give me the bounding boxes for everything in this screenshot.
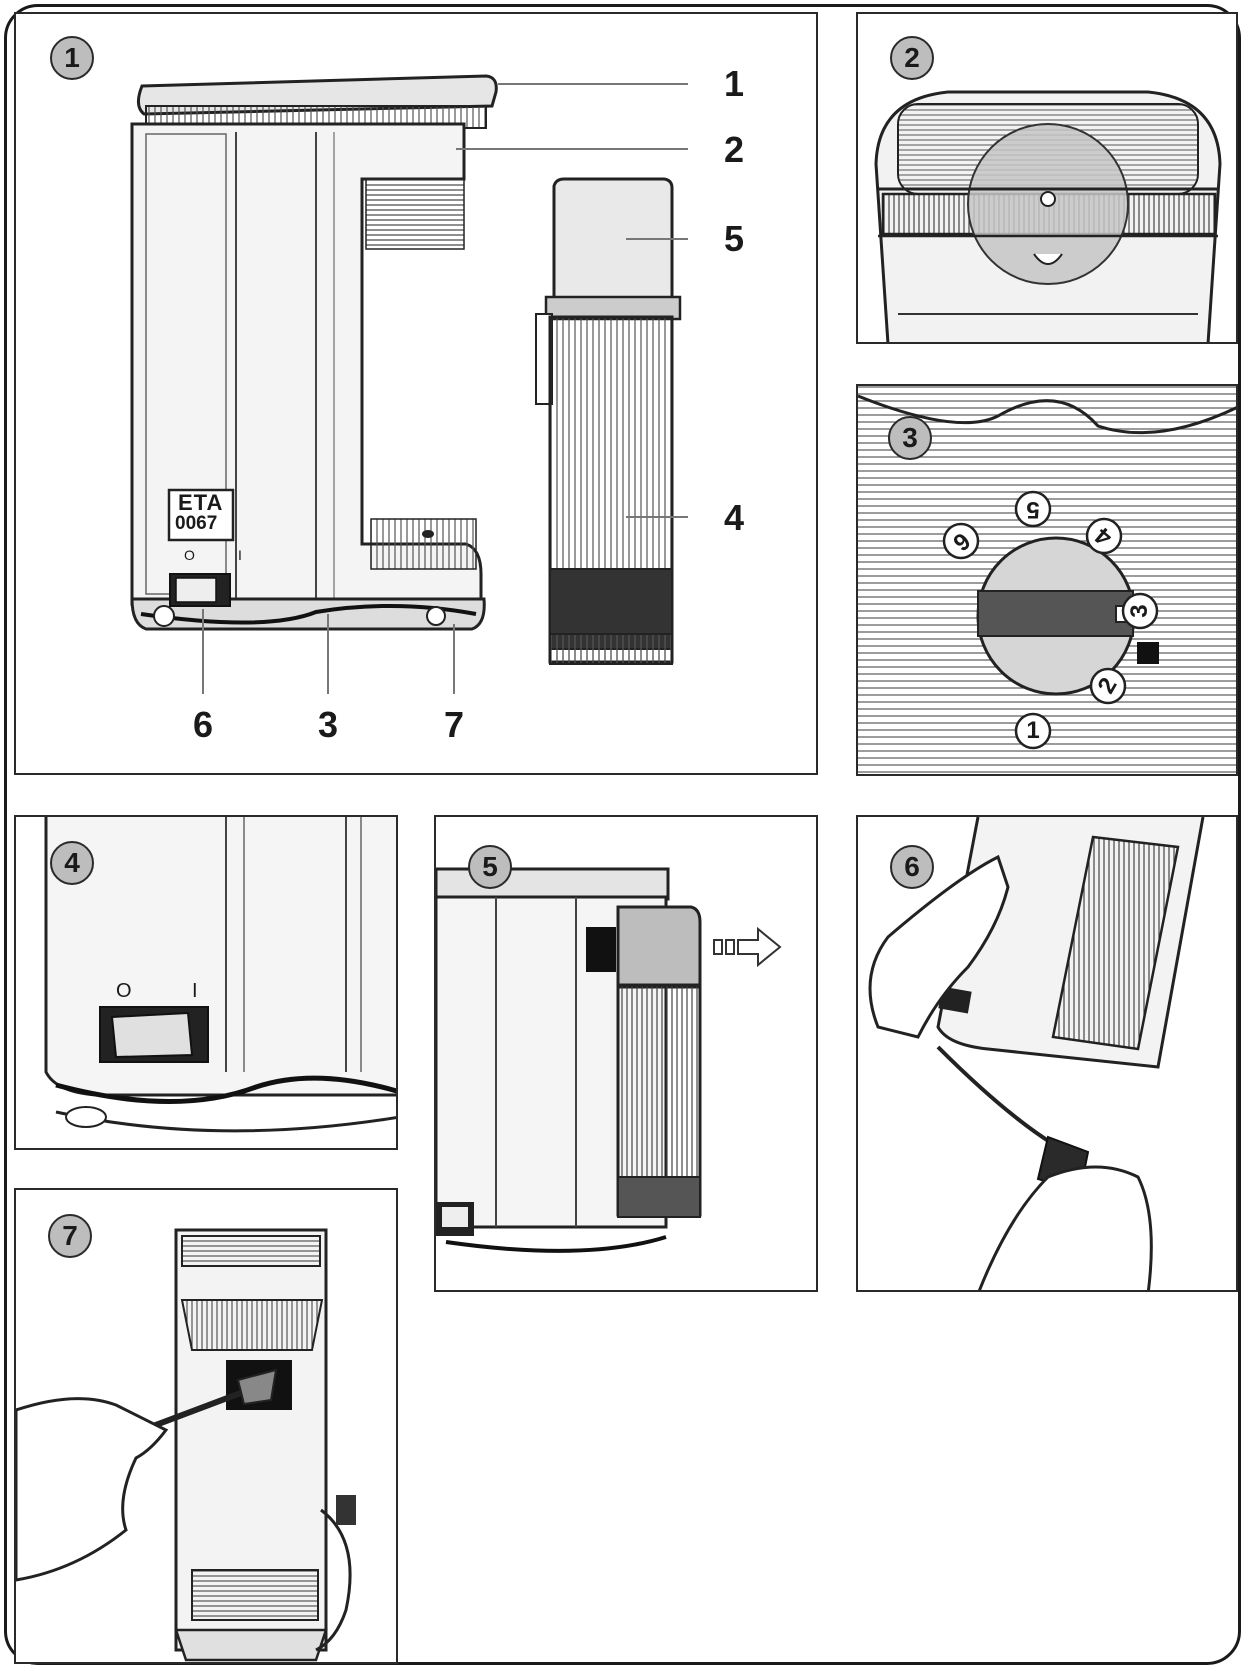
panel-number-badge: 4 (50, 841, 94, 885)
callout-carafe: 4 (724, 497, 745, 538)
panel-filter-top: 2 (856, 12, 1238, 344)
callout-lid: 1 (724, 63, 745, 104)
carafe-lid (552, 177, 674, 301)
switch-off-mark: O (184, 547, 195, 563)
callout-switch: 6 (193, 704, 214, 745)
panel-unplug: 6 (856, 815, 1238, 1292)
rocker-switch (110, 1011, 194, 1059)
device-model-label: 0067 (175, 513, 218, 534)
dial-number-1: 1 (1026, 717, 1040, 744)
carafe-lid (616, 905, 702, 989)
panel-number-badge: 5 (468, 845, 512, 889)
panel-number-badge: 3 (888, 416, 932, 460)
left-hand (868, 854, 1010, 1039)
panel-number-badge: 6 (890, 845, 934, 889)
panel-number-badge: 1 (50, 36, 94, 80)
panel-remove-carafe: 5 (434, 815, 818, 1292)
callout-filter-holder: 2 (724, 129, 745, 170)
callout-carafe-lid: 5 (724, 218, 745, 259)
dial-number-circles (942, 490, 1159, 750)
switch-on-mark: I (238, 547, 242, 563)
panel-dial: 3 1 2 3 4 5 6 (856, 384, 1238, 776)
pull-direction-arrow-icon (713, 926, 782, 968)
device-brand-label: ETA (178, 490, 224, 515)
panel-number-badge: 2 (890, 36, 934, 80)
switch-off-mark: O (116, 980, 132, 1002)
panel-switch: 4 O I (14, 815, 398, 1150)
hand-icon (16, 1397, 169, 1582)
panel-number-badge: 7 (48, 1214, 92, 1258)
panel-overview: 1 (14, 12, 818, 775)
water-tank (1051, 835, 1180, 1051)
panel-cleaning: 7 (14, 1188, 398, 1664)
lid-shape (137, 74, 498, 116)
coffee-maker-drawing (130, 74, 688, 694)
figure-frame (4, 4, 1241, 1665)
dial-number-3: 3 (1126, 604, 1153, 618)
dial-number-5: 5 (1026, 496, 1040, 523)
right-hand (977, 1165, 1153, 1290)
dial-indicator (1137, 642, 1159, 664)
callout-cord: 3 (318, 704, 339, 745)
callout-foot: 7 (444, 704, 465, 745)
switch-on-mark: I (192, 980, 198, 1002)
